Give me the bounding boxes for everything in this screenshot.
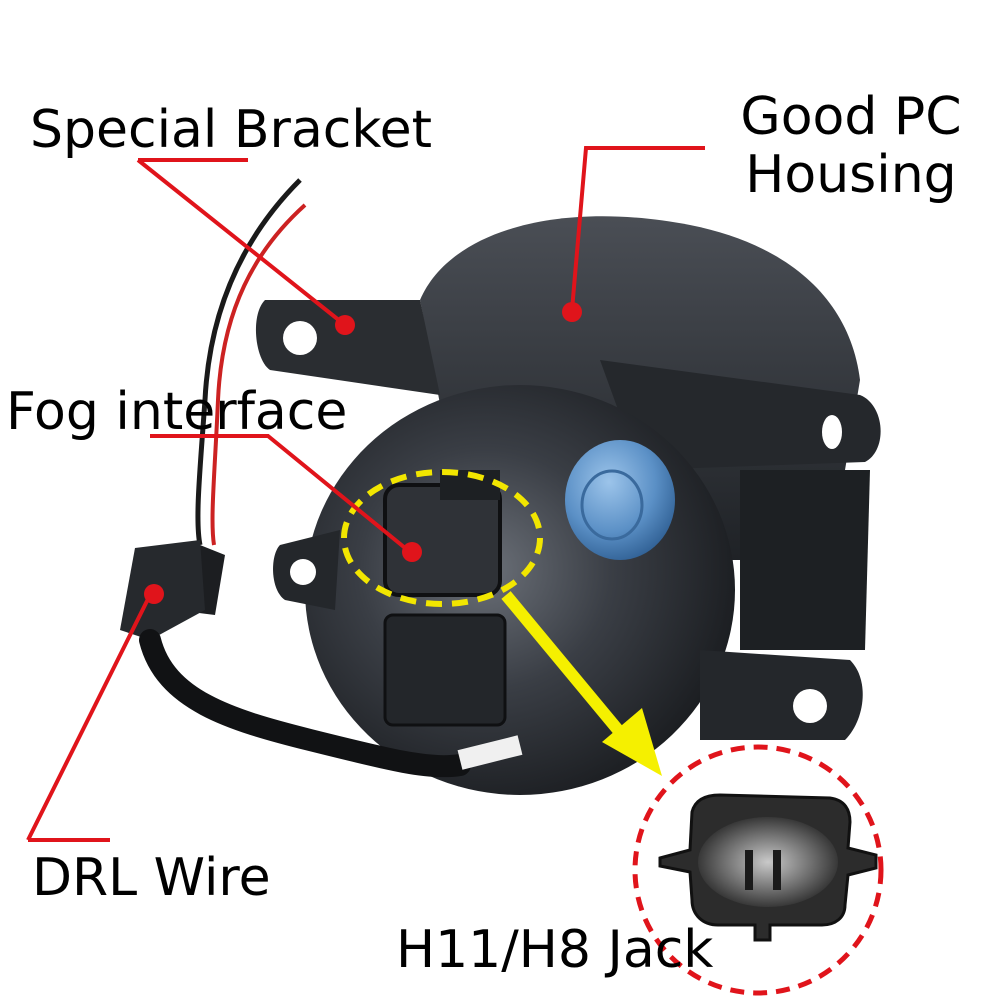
fog-interface-highlight <box>341 469 543 607</box>
drl-wire-label: DRL Wire <box>32 848 271 908</box>
leader-lines <box>26 146 705 842</box>
leader-dots <box>144 302 582 604</box>
jack-label: H11/H8 Jack <box>396 920 714 980</box>
inset-ring <box>632 744 884 996</box>
fog-interface-label: Fog interface <box>6 382 348 442</box>
leader-fog-interface <box>150 434 412 554</box>
pointer-arrow <box>501 591 662 776</box>
leader-special-bracket <box>136 158 347 327</box>
lamp-housing <box>255 216 881 795</box>
wires <box>195 178 307 546</box>
housing-label: Good PC Housing <box>736 88 966 204</box>
leader-housing <box>570 146 705 311</box>
leader-drl-wire <box>26 594 152 842</box>
jack-inset <box>632 744 884 996</box>
special-bracket-label: Special Bracket <box>30 100 433 160</box>
housing-label-line2: Housing <box>745 145 957 205</box>
vent-cap <box>565 440 675 560</box>
housing-label-line1: Good PC <box>740 87 962 147</box>
